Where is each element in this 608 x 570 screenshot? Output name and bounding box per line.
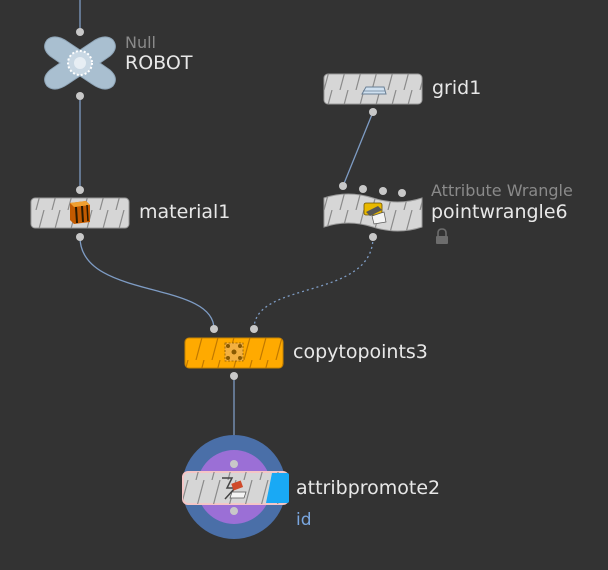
input-connector-1[interactable] [339, 182, 347, 190]
node-name-pointwrangle6[interactable]: pointwrangle6 [431, 201, 568, 223]
copy-to-points-icon [224, 342, 244, 362]
output-connector[interactable] [369, 108, 377, 116]
node-name-copytopoints3[interactable]: copytopoints3 [293, 341, 428, 363]
output-connector[interactable] [76, 92, 84, 100]
null-node-robot[interactable] [44, 28, 116, 100]
display-flag-blue [266, 473, 289, 503]
null-node-icon [44, 36, 116, 90]
node-name-material1[interactable]: material1 [139, 201, 231, 223]
wire-pointwrangle-to-copytopoints[interactable] [253, 236, 374, 330]
output-connector[interactable] [230, 372, 238, 380]
output-connector[interactable] [230, 507, 238, 515]
input-connector-2[interactable] [359, 185, 367, 193]
wrangle-icon [363, 202, 387, 225]
node-pointwrangle6[interactable] [323, 182, 423, 241]
node-extra-label-attribpromote2: id [296, 510, 312, 530]
input-connector[interactable] [76, 186, 84, 194]
node-copytopoints3[interactable] [184, 325, 284, 380]
node-type-label-robot: Null [125, 33, 156, 52]
grid-icon [361, 86, 387, 95]
input-connector-2[interactable] [250, 325, 258, 333]
input-connector-1[interactable] [210, 325, 218, 333]
node-grid1[interactable] [323, 73, 423, 116]
input-connector-3[interactable] [379, 187, 387, 195]
node-material1[interactable] [30, 186, 130, 241]
node-name-attribpromote2[interactable]: attribpromote2 [296, 477, 441, 499]
input-connector[interactable] [76, 28, 84, 36]
node-name-grid1[interactable]: grid1 [432, 77, 482, 99]
node-attribpromote2[interactable] [182, 435, 289, 539]
wire-material-to-copytopoints[interactable] [79, 236, 215, 330]
wire-grid-to-pointwrangle[interactable] [342, 111, 374, 187]
node-type-label-pointwrangle6: Attribute Wrangle [431, 181, 573, 200]
node-name-robot[interactable]: ROBOT [125, 52, 193, 74]
output-connector[interactable] [369, 233, 377, 241]
output-connector[interactable] [76, 233, 84, 241]
material-icon [70, 201, 90, 224]
input-connector-4[interactable] [398, 189, 406, 197]
input-connector[interactable] [230, 460, 238, 468]
lock-icon[interactable] [436, 228, 448, 244]
attribpromote-icon [222, 477, 247, 500]
